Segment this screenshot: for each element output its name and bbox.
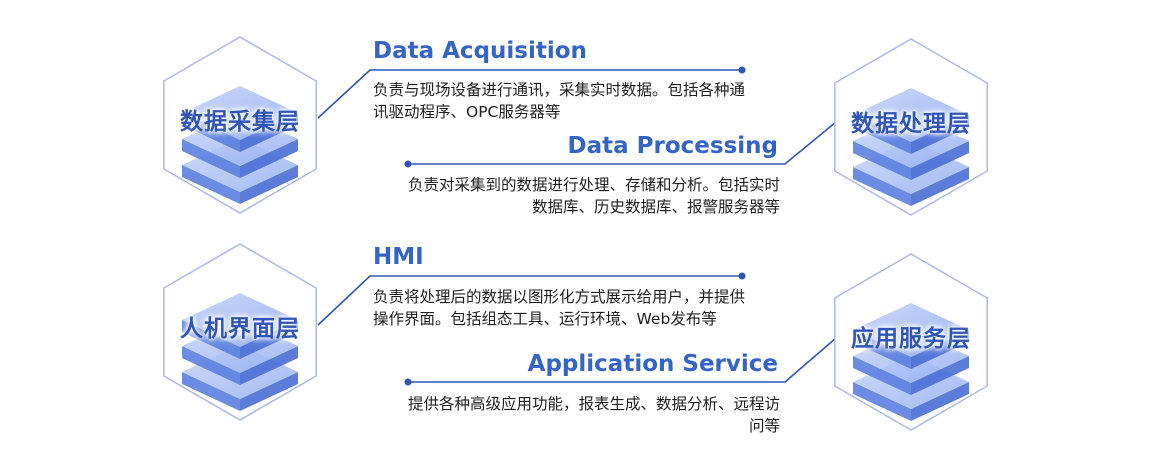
layer-icon-application-service: 应用服务层	[826, 247, 996, 437]
layer-slab-side	[182, 139, 240, 178]
stacked-layers-icon	[834, 38, 988, 216]
description-hmi: 负责将处理后的数据以图形化方式展示给用户，并提供操作界面。包括组态工具、运行环境…	[373, 288, 746, 328]
layer-slab-side	[182, 346, 240, 385]
layer-slab-side	[911, 115, 969, 154]
layer-slab-top	[182, 86, 298, 140]
layer-icon-hmi: 人机界面层	[155, 237, 325, 427]
layer-slab-side	[182, 372, 240, 411]
layer-slab-side	[240, 165, 298, 204]
layer-slab-side	[911, 382, 969, 421]
stacked-layers-icon	[834, 253, 988, 431]
layer-slab-top	[853, 303, 969, 357]
layer-slab-side	[853, 167, 911, 206]
layer-slab-side	[911, 141, 969, 180]
connector-dot-application-service	[404, 378, 412, 386]
layer-slab-side	[853, 330, 911, 369]
layer-label: 数据处理层	[851, 111, 971, 137]
layer-slab-side	[853, 141, 911, 180]
layer-slab-side	[853, 356, 911, 395]
layer-slab-top	[182, 293, 298, 347]
layer-label: 数据采集层	[180, 109, 300, 135]
description-data-processing: 负责对采集到的数据进行处理、存储和分析。包括实时数据库、历史数据库、报警服务器等	[407, 176, 780, 216]
connector-application-service	[408, 337, 837, 383]
layer-slab-side	[182, 165, 240, 204]
connector-data-acquisition	[317, 69, 742, 119]
title-data-processing: Data Processing	[567, 133, 778, 159]
layer-label: 应用服务层	[851, 326, 971, 352]
layer-slab-top	[853, 88, 969, 142]
layer-slab-side	[240, 320, 298, 359]
layer-slab-side	[911, 167, 969, 206]
connector-dot-data-acquisition	[738, 66, 746, 74]
layer-slab-side	[240, 346, 298, 385]
layer-slab-side	[182, 320, 240, 359]
description-data-acquisition: 负责与现场设备进行通讯，采集实时数据。包括各种通讯驱动程序、OPC服务器等	[373, 81, 746, 121]
title-hmi: HMI	[373, 244, 424, 270]
connector-dot-data-processing	[404, 160, 412, 168]
layer-slab-side	[240, 139, 298, 178]
layer-icon-data-acquisition: 数据采集层	[155, 30, 325, 220]
layer-slab-side	[911, 330, 969, 369]
layer-slab-side	[853, 115, 911, 154]
layer-label: 人机界面层	[180, 316, 300, 342]
title-data-acquisition: Data Acquisition	[373, 38, 587, 64]
connector-dot-hmi	[738, 272, 746, 280]
layer-icon-data-processing: 数据处理层	[826, 32, 996, 222]
stacked-layers-icon	[163, 243, 317, 421]
layer-slab-side	[182, 113, 240, 152]
connector-data-processing	[408, 121, 837, 165]
title-application-service: Application Service	[527, 351, 778, 377]
layer-slab-side	[853, 382, 911, 421]
description-application-service: 提供各种高级应用功能，报表生成、数据分析、远程访问等	[407, 395, 780, 435]
layer-slab-side	[240, 113, 298, 152]
layer-slab-side	[911, 356, 969, 395]
connector-hmi	[317, 275, 742, 326]
layer-slab-side	[240, 372, 298, 411]
stacked-layers-icon	[163, 36, 317, 214]
